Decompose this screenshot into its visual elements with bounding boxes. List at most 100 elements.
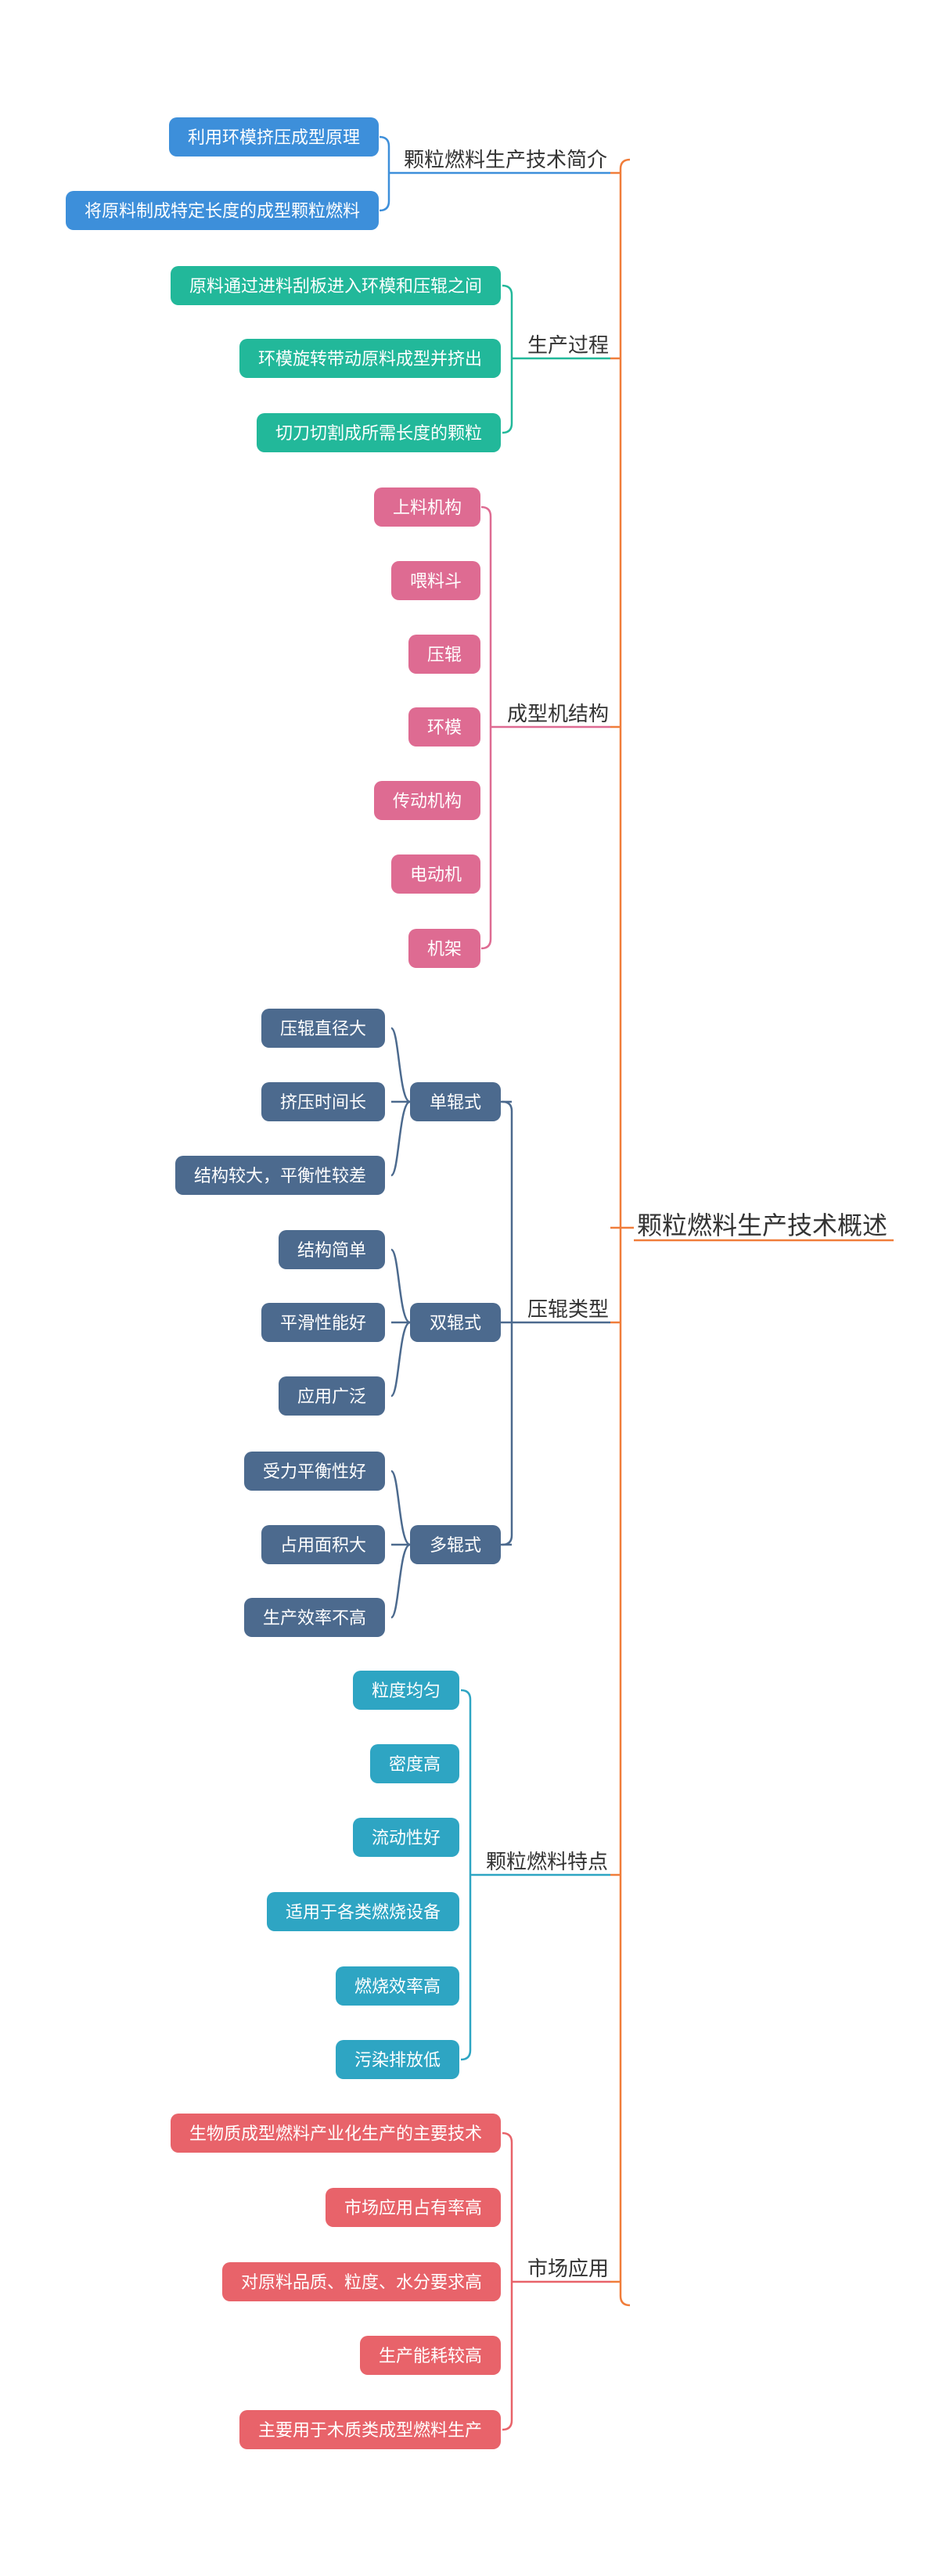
leaf-features-5-box [336,2040,459,2079]
leaf-features-5[interactable]: 污染排放低 [336,2040,459,2079]
leaf-structure-3-box [408,707,480,747]
leaf-features-4[interactable]: 燃烧效率高 [336,1966,459,2006]
leaf-process-1-box [239,339,501,378]
leaf-roller-types-0-2-label: 结构较大，平衡性较差 [194,1167,366,1186]
group-roller-types-2[interactable]: 多辊式 [410,1525,501,1564]
leaf-features-2-box [353,1818,459,1857]
leaf-roller-types-1-1-label: 平滑性能好 [280,1314,366,1333]
connector-roller-types-0-2 [390,1100,411,1177]
group-roller-types-2-label: 多辊式 [430,1536,481,1556]
leaf-process-1-label: 环模旋转带动原料成型并挤出 [258,350,482,369]
leaf-roller-types-2-0-label: 受力平衡性好 [263,1462,366,1482]
leaf-features-1-label: 密度高 [389,1755,441,1775]
leaf-roller-types-2-1-label: 占用面积大 [280,1536,366,1556]
root-topic[interactable]: 颗粒燃料生产技术概述 [637,1211,887,1240]
leaf-structure-6-label: 机架 [427,940,462,959]
group-roller-types-1[interactable]: 双辊式 [410,1303,501,1342]
connector-roller-types-2-2 [390,1543,411,1619]
leaf-market-1[interactable]: 市场应用占有率高 [326,2188,501,2227]
leaf-market-4-label: 主要用于木质类成型燃料生产 [258,2421,482,2441]
leaf-roller-types-0-0[interactable]: 压辊直径大 [261,1009,385,1048]
group-roller-types-0[interactable]: 单辊式 [410,1082,501,1121]
leaf-process-1[interactable]: 环模旋转带动原料成型并挤出 [239,339,501,378]
leaf-roller-types-1-0[interactable]: 结构简单 [279,1230,385,1269]
bracket-market [502,2132,513,2431]
leaf-roller-types-1-1-box [261,1303,385,1342]
group-roller-types-1-label: 双辊式 [430,1314,481,1333]
leaf-roller-types-0-2[interactable]: 结构较大，平衡性较差 [175,1156,385,1195]
leaf-roller-types-2-2[interactable]: 生产效率不高 [244,1598,385,1637]
group-roller-types-0-box [410,1082,501,1121]
connector-roller-types-2-0 [390,1470,411,1546]
leaf-structure-2[interactable]: 压辊 [408,635,480,674]
leaf-market-1-box [326,2188,501,2227]
leaf-roller-types-1-1[interactable]: 平滑性能好 [261,1303,385,1342]
leaf-roller-types-2-1[interactable]: 占用面积大 [261,1525,385,1564]
leaf-features-1-box [370,1744,459,1783]
leaf-features-4-box [336,1966,459,2006]
group-roller-types-0-label: 单辊式 [430,1093,481,1113]
leaf-structure-6[interactable]: 机架 [408,929,480,968]
leaf-structure-4[interactable]: 传动机构 [374,781,480,820]
leaf-roller-types-1-2-label: 应用广泛 [297,1387,366,1407]
branch-process[interactable]: 生产过程 [527,334,609,358]
leaf-features-2-label: 流动性好 [372,1829,441,1848]
leaf-roller-types-2-0[interactable]: 受力平衡性好 [244,1452,385,1491]
leaf-features-0[interactable]: 粒度均匀 [353,1671,459,1710]
leaf-market-0[interactable]: 生物质成型燃料产业化生产的主要技术 [171,2114,501,2153]
leaf-roller-types-0-0-box [261,1009,385,1048]
leaf-market-4-box [239,2410,501,2449]
leaf-features-3[interactable]: 适用于各类燃烧设备 [267,1892,459,1931]
leaf-roller-types-0-1[interactable]: 挤压时间长 [261,1082,385,1121]
leaf-roller-types-2-1-box [261,1525,385,1564]
leaf-features-4-label: 燃烧效率高 [354,1977,441,1997]
bracket-intro [379,135,390,212]
bracket-structure [480,505,492,950]
leaf-structure-5-label: 电动机 [410,865,462,885]
leaf-process-0[interactable]: 原料通过进料刮板进入环模和压辊之间 [171,266,501,305]
leaf-roller-types-0-1-box [261,1082,385,1121]
branch-features[interactable]: 颗粒燃料特点 [486,1851,608,1874]
leaf-structure-6-box [408,929,480,968]
leaf-market-3[interactable]: 生产能耗较高 [360,2336,501,2375]
leaf-structure-1-label: 喂料斗 [410,572,462,592]
bracket-process [502,284,513,434]
branch-intro[interactable]: 颗粒燃料生产技术简介 [404,149,607,172]
leaf-process-0-box [171,266,501,305]
leaf-features-5-label: 污染排放低 [354,2051,441,2071]
leaf-features-2[interactable]: 流动性好 [353,1818,459,1857]
leaf-structure-3-label: 环模 [427,718,462,738]
leaf-process-2[interactable]: 切刀切割成所需长度的颗粒 [257,413,501,452]
leaf-roller-types-1-2-box [279,1376,385,1416]
leaf-features-1[interactable]: 密度高 [370,1744,459,1783]
leaf-market-4[interactable]: 主要用于木质类成型燃料生产 [239,2410,501,2449]
leaf-market-2[interactable]: 对原料品质、粒度、水分要求高 [222,2262,501,2301]
leaf-roller-types-1-0-label: 结构简单 [297,1241,366,1261]
group-roller-types-1-box [410,1303,501,1342]
leaf-features-0-box [353,1671,459,1710]
leaf-structure-1-box [391,561,480,600]
leaf-structure-5-box [391,854,480,894]
branch-market[interactable]: 市场应用 [527,2258,609,2281]
leaf-roller-types-1-2[interactable]: 应用广泛 [279,1376,385,1416]
branch-roller-types[interactable]: 压辊类型 [527,1298,609,1322]
connector-roller-types-1-0 [390,1248,411,1324]
leaf-process-2-box [257,413,501,452]
leaf-structure-1[interactable]: 喂料斗 [391,561,480,600]
leaf-market-3-label: 生产能耗较高 [379,2347,482,2366]
leaf-intro-1[interactable]: 将原料制成特定长度的成型颗粒燃料 [66,191,379,230]
leaf-structure-2-label: 压辊 [427,646,462,665]
leaf-roller-types-0-1-label: 挤压时间长 [280,1093,366,1113]
leaf-roller-types-2-2-box [244,1598,385,1637]
leaf-intro-0[interactable]: 利用环模挤压成型原理 [169,117,379,157]
leaf-market-1-label: 市场应用占有率高 [344,2199,482,2218]
leaf-structure-3[interactable]: 环模 [408,707,480,747]
branch-structure[interactable]: 成型机结构 [507,703,609,726]
leaf-structure-4-box [374,781,480,820]
leaf-intro-0-box [169,117,379,157]
leaf-structure-5[interactable]: 电动机 [391,854,480,894]
leaf-market-3-box [360,2336,501,2375]
leaf-structure-0[interactable]: 上料机构 [374,487,480,527]
leaf-market-2-box [222,2262,501,2301]
